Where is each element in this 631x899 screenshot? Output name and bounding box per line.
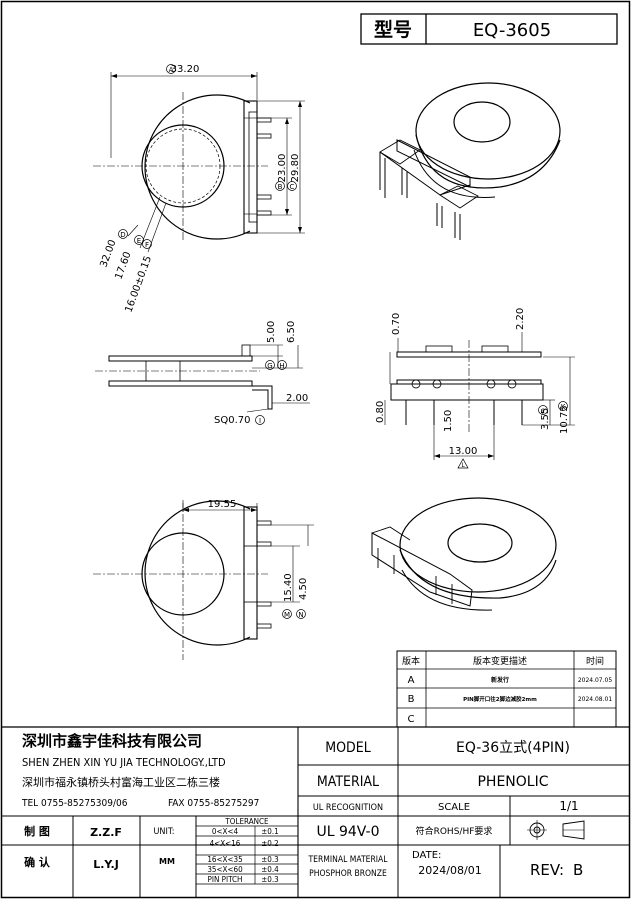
- svg-text:C: C: [290, 183, 295, 191]
- svg-text:5.00: 5.00: [266, 321, 277, 343]
- rev-value: B: [573, 861, 583, 879]
- svg-text:±0.4: ±0.4: [261, 865, 279, 874]
- check-label: 确 认: [24, 855, 51, 869]
- svg-text:A: A: [169, 66, 174, 74]
- svg-text:29.80: 29.80: [290, 154, 301, 183]
- svg-text:I: I: [259, 417, 261, 425]
- company-name-cn: 深圳市鑫宇佳科技有限公司: [22, 732, 202, 750]
- tolerance-title: TOLERANCE: [224, 817, 269, 826]
- svg-text:L: L: [461, 462, 465, 469]
- svg-text:F: F: [145, 241, 149, 249]
- svg-text:PIN脚开口往2脚边减胶2mm: PIN脚开口往2脚边减胶2mm: [463, 695, 537, 703]
- iso-view-top: [379, 82, 561, 240]
- svg-text:B: B: [408, 694, 415, 705]
- svg-text:D: D: [120, 231, 125, 239]
- svg-text:35<X<60: 35<X<60: [207, 865, 243, 874]
- svg-text:±0.3: ±0.3: [261, 875, 278, 884]
- scale-value: 1/1: [559, 799, 578, 813]
- svg-text:10.75: 10.75: [559, 405, 570, 434]
- date-label: DATE:: [412, 850, 441, 861]
- svg-text:版本: 版本: [402, 655, 420, 667]
- company-name-en: SHEN ZHEN XIN YU JIA TECHNOLOGY.,LTD: [22, 756, 226, 769]
- rohs-note: 符合ROHS/HF要求: [416, 825, 493, 837]
- date-value: 2024/08/01: [418, 864, 481, 877]
- type-header: 型号 EQ-3605: [360, 13, 618, 45]
- svg-text:13.00: 13.00: [449, 446, 478, 457]
- unit-value: MM: [159, 857, 175, 866]
- title-block: 深圳市鑫宇佳科技有限公司 SHEN ZHEN XIN YU JIA TECHNO…: [1, 726, 629, 897]
- svg-text:±0.1: ±0.1: [261, 827, 278, 836]
- svg-text:E: E: [137, 237, 141, 245]
- svg-text:B: B: [278, 183, 283, 191]
- svg-text:J: J: [541, 407, 544, 415]
- svg-text:±0.3: ±0.3: [261, 855, 278, 864]
- svg-text:G: G: [267, 362, 272, 370]
- svg-text:2.00: 2.00: [286, 393, 308, 404]
- ul-label: UL RECOGNITION: [313, 803, 383, 813]
- ul-value: UL 94V-0: [316, 824, 379, 840]
- top-view: 33.20 A 23.00 B 29.80 C 32.00 17.60 16.0…: [93, 64, 305, 314]
- svg-text:M: M: [284, 611, 290, 619]
- company-address: 深圳市福永镇桥头村富海工业区二栋三楼: [22, 775, 220, 789]
- svg-text:版本变更描述: 版本变更描述: [473, 655, 527, 667]
- svg-text:4.50: 4.50: [298, 578, 309, 600]
- svg-text:0.80: 0.80: [375, 401, 386, 423]
- iso-view-bottom: [371, 497, 557, 611]
- material-value: PHENOLIC: [477, 774, 548, 790]
- model-label: MODEL: [325, 740, 370, 756]
- svg-text:16<X<35: 16<X<35: [207, 855, 242, 864]
- svg-text:2024.07.05: 2024.07.05: [578, 677, 613, 684]
- revision-table: 版本 版本变更描述 时间 A 新发行 2024.07.05 B PIN脚开口往2…: [396, 650, 617, 728]
- svg-text:3.55: 3.55: [540, 408, 551, 430]
- svg-text:19.55: 19.55: [208, 499, 237, 510]
- model-value: EQ-36立式(4PIN): [456, 740, 570, 756]
- svg-text:0.70: 0.70: [391, 313, 402, 335]
- svg-text:2.20: 2.20: [515, 308, 526, 330]
- svg-text:A: A: [408, 675, 415, 686]
- svg-text:15.40: 15.40: [283, 573, 294, 602]
- svg-text:17.60: 17.60: [113, 250, 133, 281]
- svg-text:C: C: [408, 714, 415, 725]
- svg-text:时间: 时间: [586, 655, 604, 667]
- type-value: EQ-3605: [473, 20, 551, 41]
- svg-text:±0.2: ±0.2: [261, 839, 278, 848]
- side-view: 5.00 6.50 G H 2.00 SQ0.70 I: [95, 321, 310, 426]
- svg-text:PIN PITCH: PIN PITCH: [208, 875, 243, 884]
- material-label: MATERIAL: [317, 774, 379, 790]
- svg-text:2024.08.01: 2024.08.01: [578, 696, 613, 703]
- company-fax: FAX 0755-85275297: [168, 798, 259, 809]
- rev-label: REV:: [530, 861, 564, 879]
- front-view: 0.70 2.20 0.80 13.00 L 1.50 3.55 10.75 J…: [375, 308, 575, 469]
- svg-text:新发行: 新发行: [491, 676, 509, 684]
- svg-text:SQ0.70: SQ0.70: [214, 415, 250, 426]
- scale-label: SCALE: [438, 802, 470, 813]
- check-name: L.Y.J: [93, 858, 119, 871]
- bottom-view: 19.55 15.40 4.50 M N: [93, 499, 314, 660]
- svg-text:1.50: 1.50: [443, 410, 454, 432]
- draw-label: 制 图: [24, 824, 50, 838]
- unit-label: UNIT:: [153, 827, 174, 837]
- svg-text:H: H: [279, 362, 284, 370]
- draw-name: Z.Z.F: [90, 826, 122, 839]
- terminal-label: TERMINAL MATERIAL: [307, 855, 388, 865]
- svg-text:0<X<4: 0<X<4: [212, 827, 239, 836]
- svg-text:6.50: 6.50: [286, 321, 297, 343]
- svg-text:32.00: 32.00: [98, 238, 118, 269]
- dim-33-20: 33.20: [171, 64, 200, 75]
- svg-text:K: K: [561, 403, 566, 411]
- type-label: 型号: [374, 18, 412, 41]
- svg-text:4<X<16: 4<X<16: [210, 839, 241, 848]
- svg-text:23.00: 23.00: [277, 154, 288, 183]
- projection-symbol: [527, 820, 585, 840]
- company-tel: TEL 0755-85275309/06: [21, 798, 128, 809]
- terminal-value: PHOSPHOR BRONZE: [309, 869, 387, 879]
- svg-text:N: N: [298, 611, 303, 619]
